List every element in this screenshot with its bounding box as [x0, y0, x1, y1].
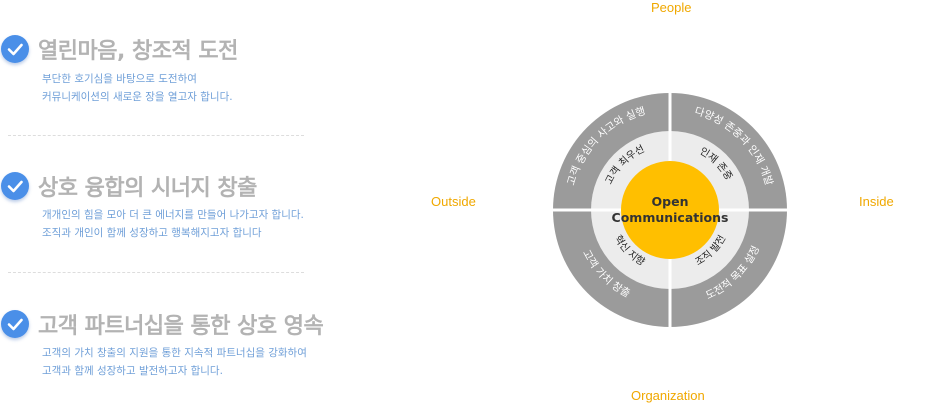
- principle-description: 개개인의 힘을 모아 더 큰 에너지를 만들어 나가고자 합니다. 조직과 개인…: [42, 206, 304, 242]
- principle-title: 상호 융합의 시너지 창출: [38, 176, 257, 201]
- principle-description: 부단한 호기심을 바탕으로 도전하여 커뮤니케이션의 새로운 장을 열고자 합니…: [42, 70, 233, 106]
- description-line: 커뮤니케이션의 새로운 장을 열고자 합니다.: [42, 91, 233, 103]
- description-line: 개개인의 힘을 모아 더 큰 에너지를 만들어 나가고자 합니다.: [42, 209, 304, 221]
- description-line: 고객의 가치 창출의 지원을 통한 지속적 파트너십을 강화하여: [42, 347, 307, 359]
- open-communications-diagram: 고객 중심의 사고와 실행 다양성 존중과 인재 개발 도전적 목표 설정 고객…: [552, 92, 788, 328]
- axis-label-left: Outside: [431, 194, 476, 209]
- description-line: 부단한 호기심을 바탕으로 도전하여: [42, 73, 197, 85]
- principle-description: 고객의 가치 창출의 지원을 통한 지속적 파트너십을 강화하여 고객과 함께 …: [42, 344, 307, 380]
- principle-item: 열린마음, 창조적 도전 부단한 호기심을 바탕으로 도전하여 커뮤니케이션의 …: [0, 33, 360, 113]
- check-icon: [1, 35, 29, 63]
- center-label: Open: [652, 194, 689, 209]
- divider: [8, 272, 304, 273]
- axis-label-bottom: Organization: [631, 388, 705, 403]
- axis-label-top: People: [651, 0, 692, 15]
- description-line: 조직과 개인이 함께 성장하고 행복해지고자 합니다: [42, 227, 262, 239]
- description-line: 고객과 함께 성장하고 발전하고자 합니다.: [42, 365, 223, 377]
- center-label: Communications: [612, 210, 729, 225]
- principle-item: 고객 파트너십을 통한 상호 영속 고객의 가치 창출의 지원을 통한 지속적 …: [0, 308, 360, 388]
- check-icon: [1, 310, 29, 338]
- divider: [8, 135, 304, 136]
- principle-item: 상호 융합의 시너지 창출 개개인의 힘을 모아 더 큰 에너지를 만들어 나가…: [0, 170, 360, 250]
- principle-title: 열린마음, 창조적 도전: [38, 39, 238, 64]
- center-circle: [621, 161, 719, 259]
- check-icon: [1, 172, 29, 200]
- principle-title: 고객 파트너십을 통한 상호 영속: [38, 314, 324, 339]
- axis-label-right: Inside: [859, 194, 894, 209]
